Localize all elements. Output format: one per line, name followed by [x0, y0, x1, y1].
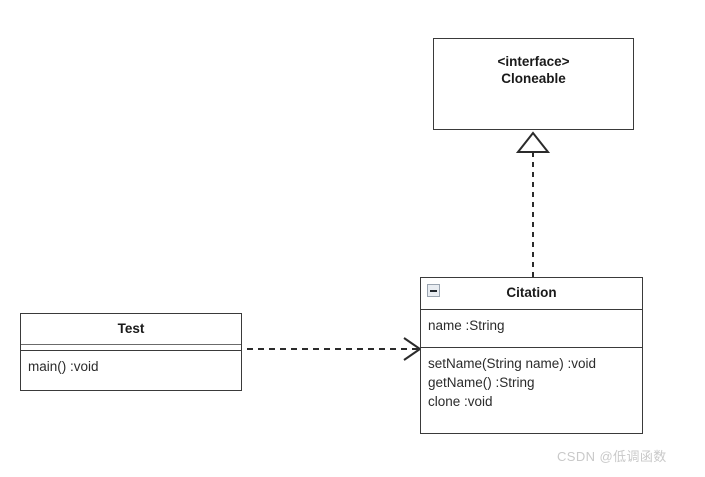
watermark-label: CSDN @低调函数: [557, 449, 667, 464]
citation-operations: setName(String name) :void getName() :St…: [421, 347, 642, 415]
cloneable-class-name: Cloneable: [501, 71, 566, 86]
citation-operation: setName(String name) :void: [428, 356, 597, 371]
test-class-name: Test: [117, 320, 145, 336]
citation-attributes: name :String: [421, 309, 642, 347]
dependency-connector[interactable]: [236, 333, 426, 365]
class-box-cloneable[interactable]: <interface> Cloneable: [433, 38, 634, 130]
citation-header: Citation: [421, 278, 642, 309]
test-header: Test: [21, 314, 241, 344]
citation-operation: getName() :String: [428, 375, 535, 391]
hollow-triangle-arrowhead: [515, 131, 551, 153]
test-operation: main() :void: [28, 359, 99, 374]
class-box-citation[interactable]: Citation name :String setName(String nam…: [420, 277, 643, 434]
minus-box-icon[interactable]: [427, 284, 440, 297]
citation-class-name: Citation: [506, 285, 557, 301]
citation-attribute: name :String: [428, 318, 505, 333]
test-operations: main() :void: [21, 350, 241, 380]
realization-connector[interactable]: [505, 125, 565, 285]
test-header-separator: [21, 344, 241, 350]
cloneable-header: <interface> Cloneable: [434, 39, 633, 129]
class-box-test[interactable]: Test main() :void: [20, 313, 242, 391]
citation-operation: clone :void: [428, 394, 493, 410]
cloneable-stereotype: <interface>: [497, 54, 570, 70]
